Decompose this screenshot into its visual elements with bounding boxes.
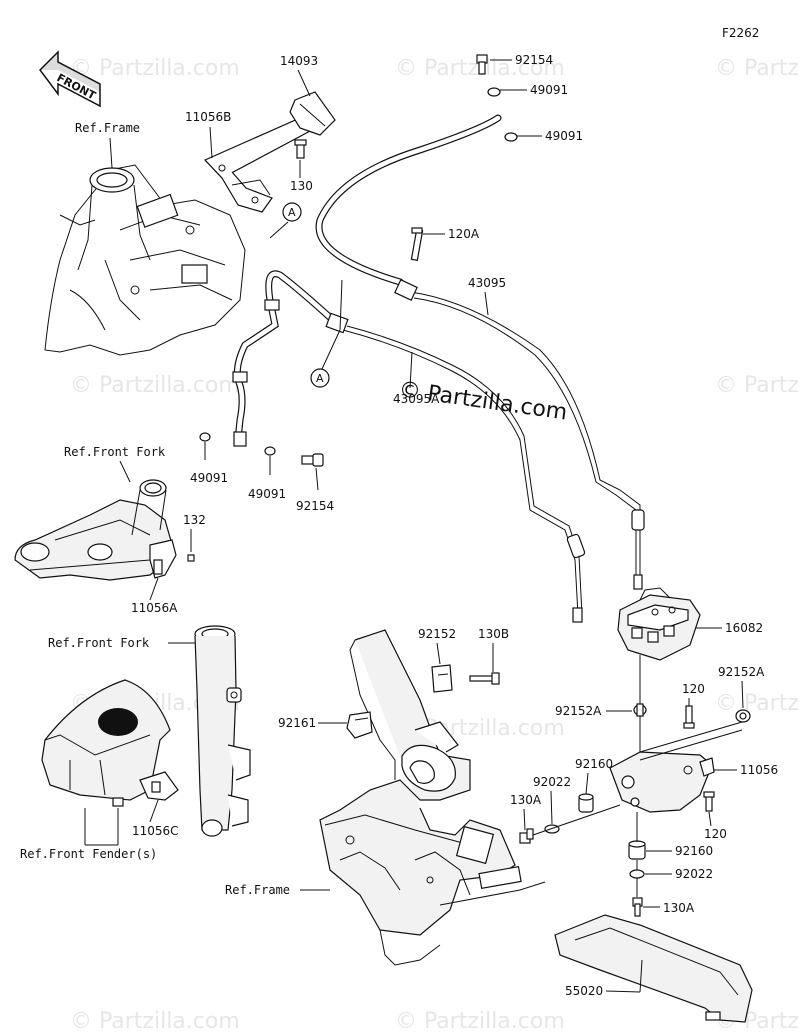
part-label-11056c[interactable]: 11056C [132,824,179,838]
banjo-bolt-92154-l [301,453,324,467]
part-label-92154-l[interactable]: 92154 [296,499,334,513]
bolt-130b-icon [469,672,500,685]
ref-front-fork-1-label: Ref.Front Fork [64,445,166,459]
callout-a-lower-text: A [316,372,324,385]
joint-clamp-43095a [325,312,349,334]
part-label-11056[interactable]: 11056 [740,763,778,777]
cover-55020 [554,914,753,1023]
part-label-120-top[interactable]: 120 [682,682,705,696]
part-label-49091-top2[interactable]: 49091 [545,129,583,143]
bolt-fender-icon [112,797,124,807]
washer-49091-top1 [487,87,501,97]
part-label-92152a-left[interactable]: 92152A [555,704,602,718]
part-label-92161[interactable]: 92161 [278,716,316,730]
bolt-120a-icon [410,227,424,261]
bolt-130a-left-icon [519,828,534,844]
bracket-11056a [149,539,177,579]
callout-a-lower [310,368,330,388]
ref-frame-bottom-drawing [319,629,546,966]
ref-front-fender-label: Ref.Front Fender(s) [20,847,157,861]
bolt-120-bottom-icon [703,791,715,812]
callout-a-top-text: A [288,206,296,219]
ref-front-fork-2-label: Ref.Front Fork [48,636,150,650]
damper-92160-top [578,793,594,813]
washer-92022-bottom [629,869,645,879]
washer-92022-top [544,824,560,834]
part-label-49091-l1[interactable]: 49091 [190,471,228,485]
part-label-130b[interactable]: 130B [478,627,509,641]
damper-92152a-right [735,709,751,723]
brake-hose-43095 [315,114,645,590]
watermark: © Partzilla.com [70,1009,240,1033]
washer-49091-top2 [504,132,518,142]
part-label-55020[interactable]: 55020 [565,984,603,998]
part-label-92154-top[interactable]: 92154 [515,53,553,67]
watermark: © Partzilla.com [715,56,800,81]
part-label-120a[interactable]: 120A [448,227,480,241]
bracket-11056 [609,721,743,813]
callout-a-top [282,202,302,222]
watermark: © Partzilla.com [395,1009,565,1033]
watermark: © Partzilla.com [70,373,240,398]
part-label-92022-top[interactable]: 92022 [533,775,571,789]
bolt-120-top-icon [683,705,695,729]
figure-code: F2262 [722,26,759,40]
part-label-92152a-right[interactable]: 92152A [718,665,765,679]
part-label-130[interactable]: 130 [290,179,313,193]
watermark: © Partzilla.com [70,56,240,81]
watermark: © Partzilla.com [715,373,800,398]
part-label-49091-l2[interactable]: 49091 [248,487,286,501]
watermark: © Partzilla.com [715,691,800,716]
part-label-43095a[interactable]: 43095A [393,392,440,406]
banjo-bolt-92154-top [476,54,488,75]
part-label-11056a[interactable]: 11056A [131,601,178,615]
part-label-11056b[interactable]: 11056B [185,110,231,124]
part-label-120-bottom[interactable]: 120 [704,827,727,841]
part-label-132[interactable]: 132 [183,513,206,527]
part-label-43095[interactable]: 43095 [468,276,506,290]
part-label-130a-left[interactable]: 130A [510,793,542,807]
bracket-11056b [203,117,313,213]
abs-unit-16082 [617,587,701,661]
part-label-130a-bottom[interactable]: 130A [663,901,695,915]
ref-front-fork-lower-drawing [194,625,251,837]
clamp-92152 [431,664,453,693]
ref-frame-top-label: Ref.Frame [75,121,140,135]
part-label-16082[interactable]: 16082 [725,621,763,635]
part-label-92022-bottom[interactable]: 92022 [675,867,713,881]
brake-hose-43095a [232,270,586,623]
part-label-49091-top1[interactable]: 49091 [530,83,568,97]
joint-clamp-120a [394,279,418,301]
bolt-130-icon [294,139,307,159]
part-label-92152[interactable]: 92152 [418,627,456,641]
part-label-92160-top[interactable]: 92160 [575,757,613,771]
clamp-14093 [289,91,336,136]
ref-frame-bottom-label: Ref.Frame [225,883,290,897]
bolt-132-icon [187,554,195,562]
washer-49091-l1 [199,432,211,442]
ref-frame-top-drawing [44,164,246,356]
part-label-14093[interactable]: 14093 [280,54,318,68]
bracket-11056c [139,771,179,801]
damper-92152a-left [633,703,647,717]
grommet-92161 [346,711,373,739]
ref-front-fork-upper-drawing [14,479,176,581]
ref-front-fender-drawing [41,679,171,801]
bolt-130a-bottom-icon [632,897,643,917]
part-label-92160-bottom[interactable]: 92160 [675,844,713,858]
damper-92160-bottom [628,840,646,860]
washer-49091-l2 [264,446,276,456]
